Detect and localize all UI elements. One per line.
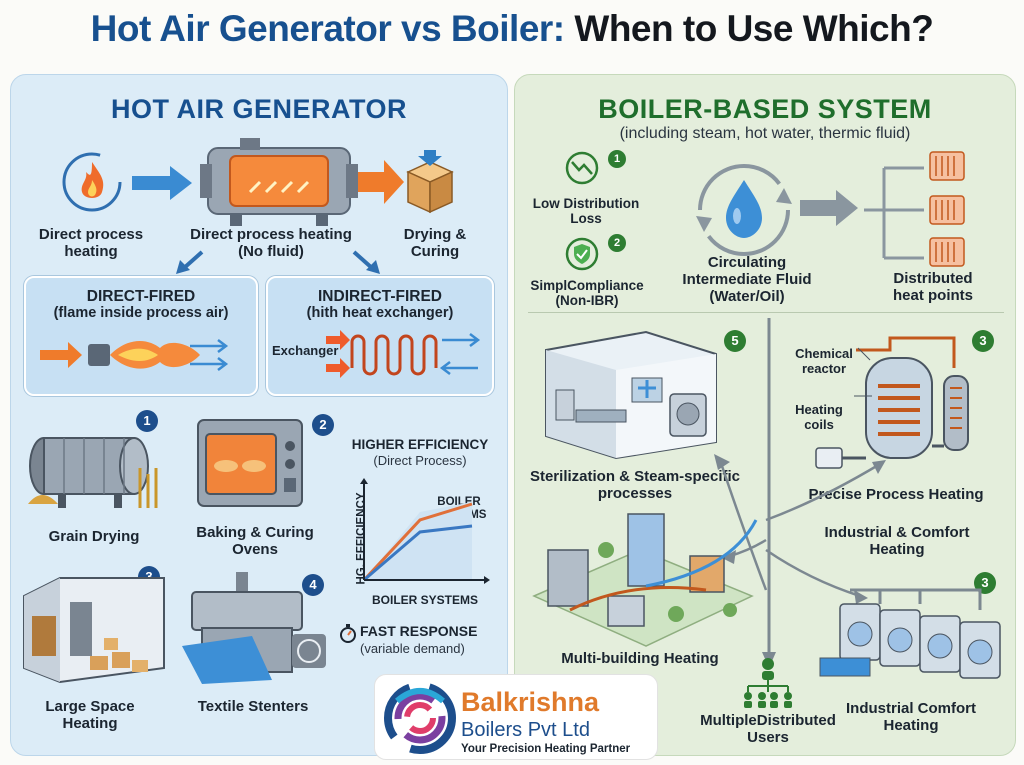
feature-badge-1: 1	[608, 150, 626, 168]
stopwatch-icon	[340, 624, 356, 643]
fluid-label: Circulating Intermediate Fluid (Water/Oi…	[682, 254, 812, 305]
section-divider	[528, 312, 1004, 313]
right-app-label-3a: Precise Process Heating	[808, 486, 984, 503]
logo-tagline: Your Precision Heating Partner	[461, 743, 631, 755]
app-label-3: Large Space Heating	[45, 698, 135, 732]
main-title: Hot Air Generator vs Boiler: When to Use…	[0, 8, 1024, 50]
boiler-subheading: (including steam, hot water, thermic flu…	[619, 125, 911, 142]
indirect-fired-subtitle: (hith heat exchanger)	[306, 305, 454, 321]
shield-check-icon	[565, 237, 599, 271]
down-right-arrow-icon	[352, 250, 380, 274]
app-label-4: Textile Stenters	[197, 698, 309, 715]
textile-stenter-icon	[182, 572, 326, 684]
right-app-label-5: Sterilization & Steam-specific processes	[529, 468, 741, 502]
direct-fired-subtitle: (flame inside process air)	[53, 305, 229, 321]
title-part1: Hot Air Generator vs Boiler:	[90, 8, 565, 49]
app-label-1: Grain Drying	[48, 528, 140, 545]
direct-fired-title: DIRECT-FIRED	[86, 288, 196, 305]
flow-label-3: Drying & Curing	[403, 226, 467, 260]
exchanger-label: Exchanger	[272, 343, 339, 358]
logo-company: Boilers Pvt Ltd	[461, 719, 590, 741]
direct-fired-box	[24, 276, 258, 396]
multi-building-icon	[532, 513, 758, 647]
feature-label-1: Low Distribution Loss	[532, 196, 640, 226]
down-left-arrow-icon	[176, 250, 204, 274]
heating-coils-label: Heating coils	[795, 402, 843, 432]
loss-down-icon	[565, 151, 599, 185]
chemical-reactor-label: Chemical reactor	[795, 346, 853, 376]
company-logo-icon	[384, 682, 456, 754]
heat-arrow-icon	[358, 160, 404, 204]
right-app-label-3b: Industrial Comfort Heating	[846, 700, 976, 734]
right-app-badge-3a: 3	[972, 330, 994, 352]
efficiency-xlabel: BOILER SYSTEMS	[371, 593, 478, 607]
flow-label-2: Direct process heating (No fluid)	[190, 226, 352, 260]
right-app-label-ind-comfort: Industrial & Comfort Heating	[824, 524, 970, 558]
indirect-fired-title: INDIRECT-FIRED	[318, 288, 442, 305]
distributed-label: Distributed heat points	[892, 270, 973, 304]
warehouse-icon	[23, 577, 165, 684]
distribution-arrow-icon	[800, 190, 858, 226]
hot-air-generator-heading: HOT AIR GENERATOR	[110, 94, 407, 124]
distributed-users-icon	[744, 658, 792, 708]
feature-badge-2: 2	[608, 234, 626, 252]
efficiency-subtitle: (Direct Process)	[373, 453, 467, 468]
product-box-icon	[406, 150, 454, 214]
chemical-reactor-icon	[815, 336, 969, 469]
circulating-fluid-icon	[696, 164, 792, 256]
fast-response-title: FAST RESPONSE	[360, 623, 478, 639]
sterilization-room-icon	[545, 330, 717, 460]
company-logo-card: Balkrishna Boilers Pvt Ltd Your Precisio…	[374, 674, 658, 760]
app-badge-2: 2	[312, 414, 334, 436]
flow-label-1: Direct process heating	[38, 226, 144, 260]
app-label-2: Baking & Curing Ovens	[196, 524, 314, 558]
efficiency-title: HIGHER EFFICIENCY	[351, 437, 489, 452]
efficiency-chart	[360, 478, 490, 584]
app-badge-4: 4	[302, 574, 324, 596]
feature-label-2: SimplCompliance (Non-IBR)	[530, 278, 644, 308]
distributed-heat-points-icon	[864, 151, 965, 267]
boiler-heading: BOILER-BASED SYSTEM	[598, 94, 932, 124]
fast-response-subtitle: (variable demand)	[360, 641, 465, 656]
hot-air-generator-machine-icon	[200, 138, 358, 226]
direct-flame-icon	[40, 339, 229, 371]
right-app-badge-5: 5	[724, 330, 746, 352]
right-app-label-multi-building: Multi-building Heating	[561, 650, 719, 667]
logo-brand-name: Balkrishna	[461, 687, 600, 717]
pipe-branch-arrows	[714, 454, 886, 604]
flame-circle-icon	[62, 152, 122, 212]
oven-icon	[197, 419, 303, 507]
industrial-laundry-icon	[819, 588, 1001, 679]
heat-exchanger-icon	[326, 330, 481, 378]
app-badge-1: 1	[136, 410, 158, 432]
flow-arrow-icon	[132, 166, 192, 200]
grain-dryer-icon	[28, 437, 158, 508]
title-part2: When to Use Which?	[574, 8, 934, 49]
right-app-label-users: MultipleDistributed Users	[700, 712, 836, 746]
